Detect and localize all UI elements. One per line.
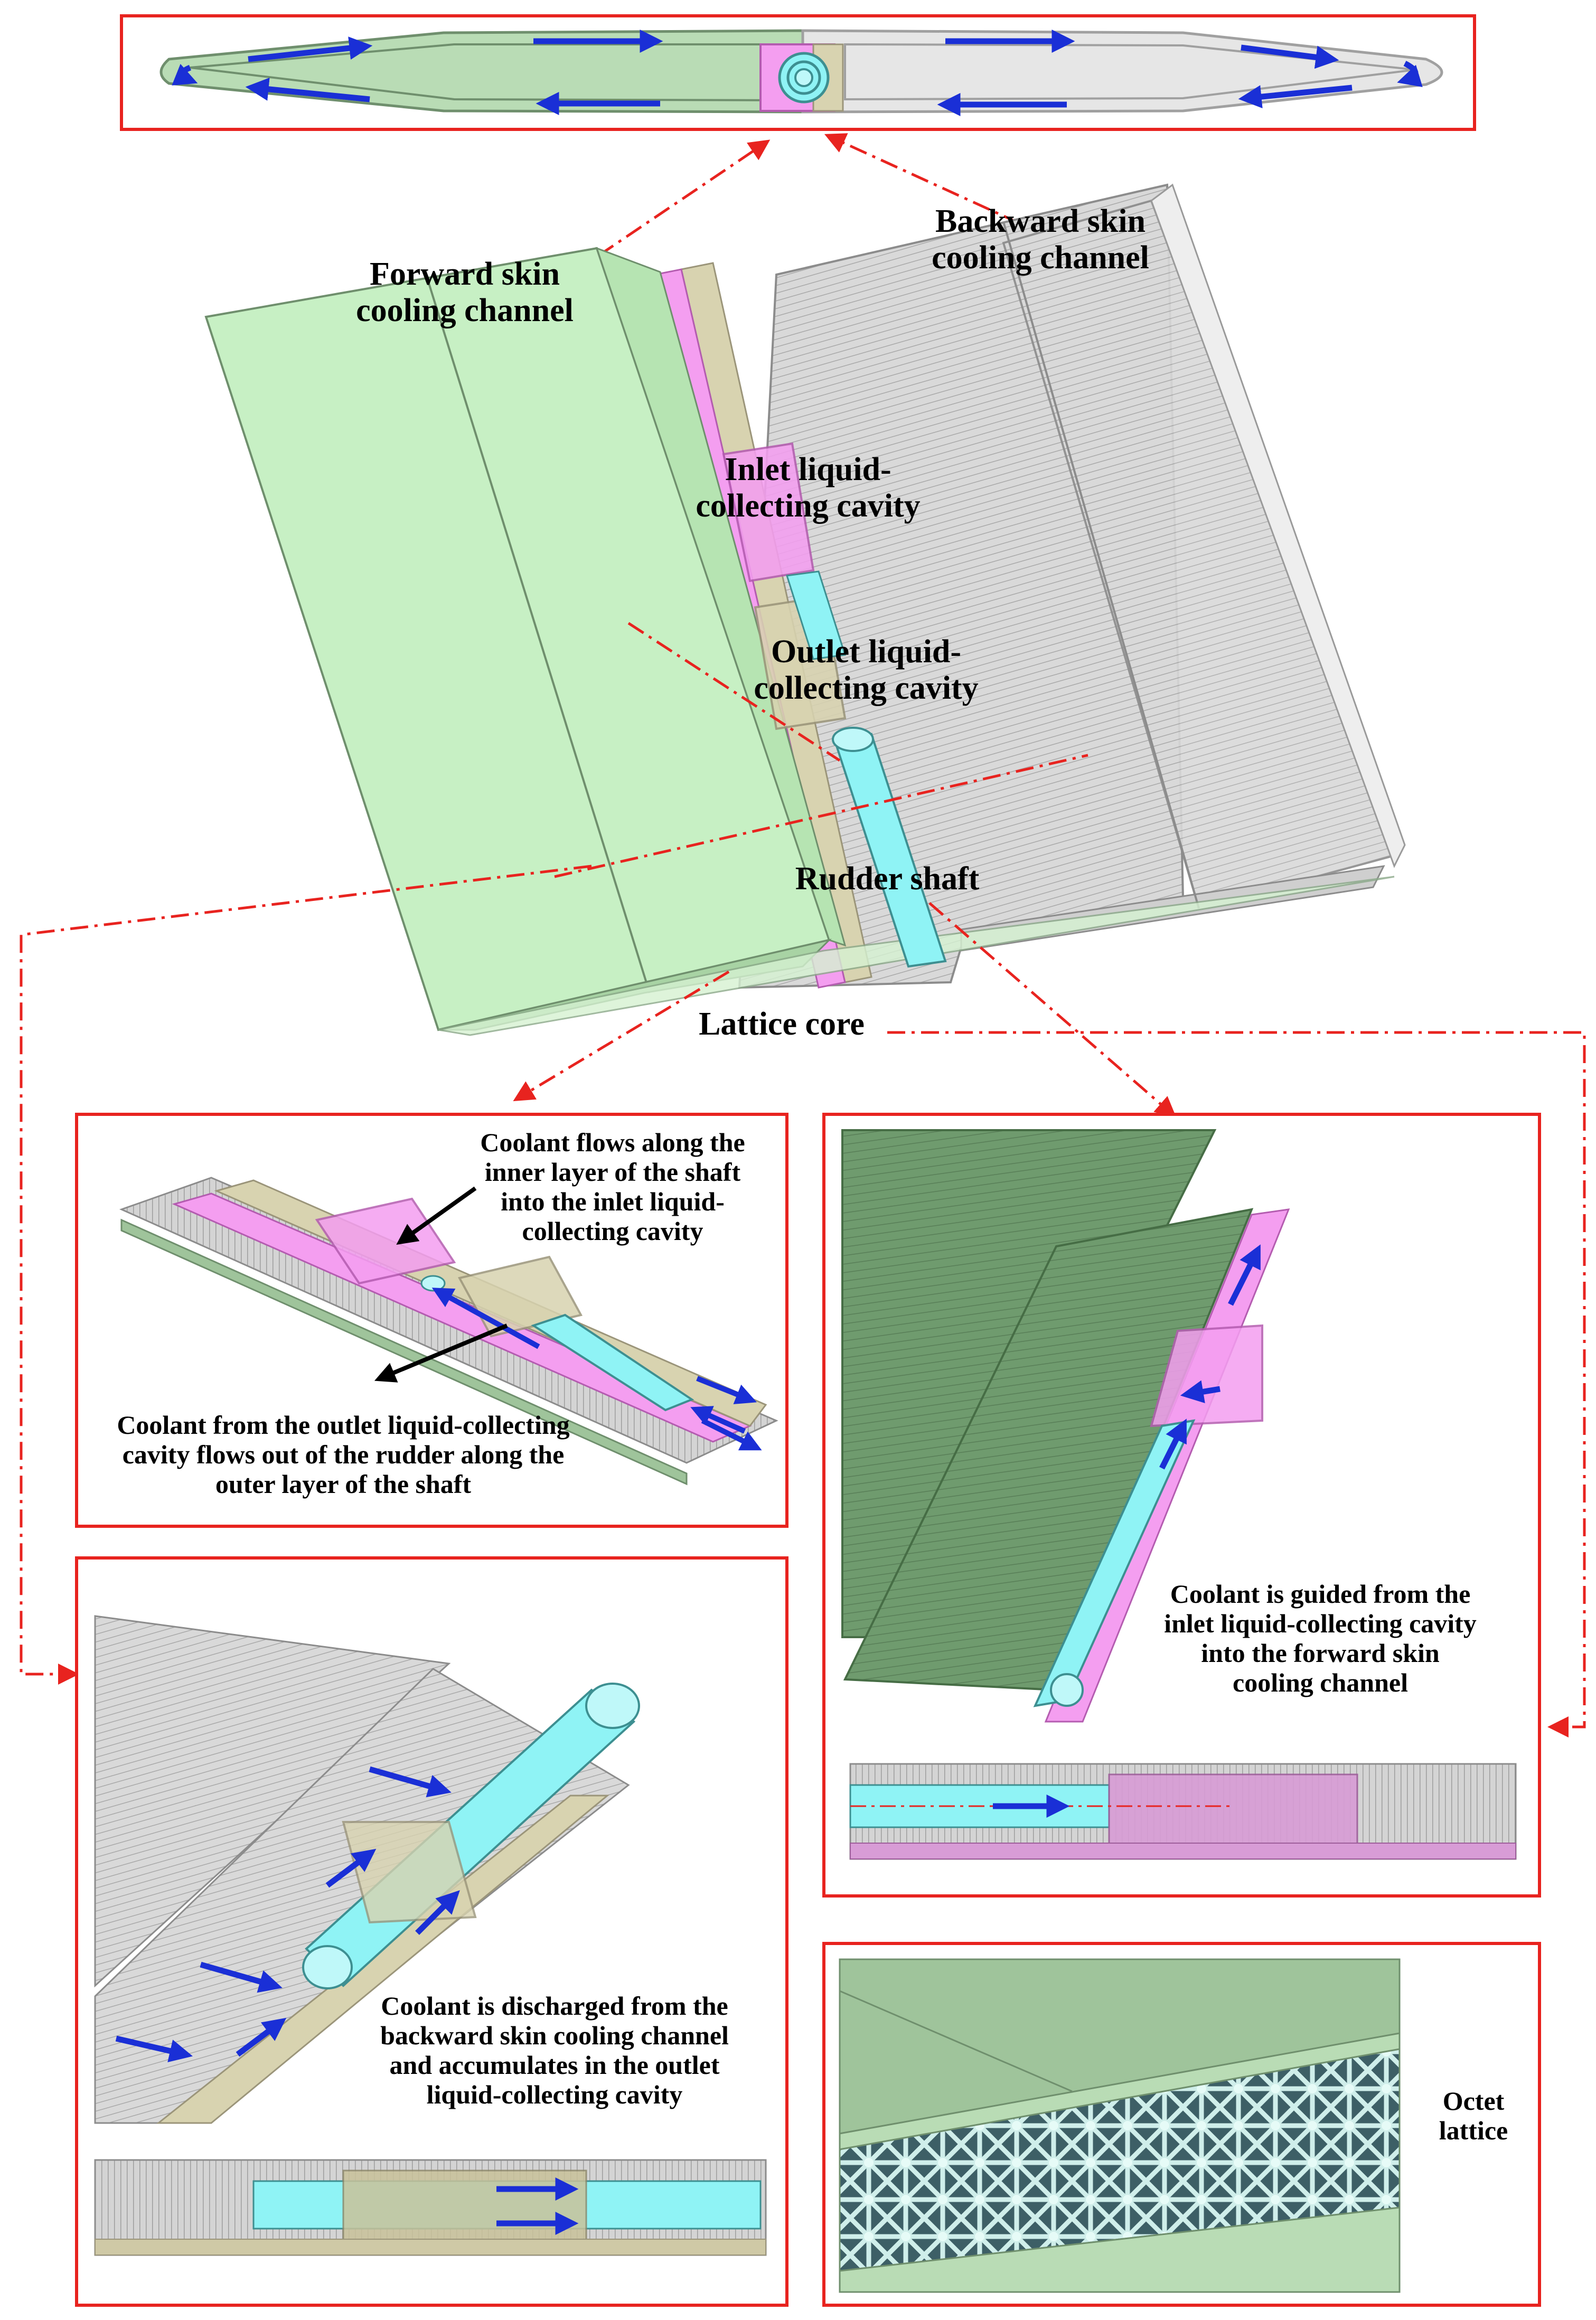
panel-b-inlet-box xyxy=(1150,1324,1263,1427)
label-inlet-cavity: Inlet liquid-collecting cavity xyxy=(696,452,921,524)
label-coolant-outer: Coolant from the outlet liquid-collectin… xyxy=(117,1410,570,1499)
rudder-shaft xyxy=(786,570,846,660)
label-outlet-cavity: Outlet liquid-collecting cavity xyxy=(754,634,979,707)
inlet-cavity-box xyxy=(722,442,815,583)
panel-inlet-detail xyxy=(822,1113,1541,1898)
rudder-3d-model xyxy=(204,183,1406,1036)
label-lattice-core: Lattice core xyxy=(699,1006,865,1042)
panel-shaft-detail xyxy=(75,1113,788,1528)
panel-outlet-detail xyxy=(75,1556,788,2307)
callout-lines-bottom xyxy=(20,865,1586,1737)
panel-lattice-detail xyxy=(822,1942,1541,2307)
panel-a-inlet-box xyxy=(315,1197,456,1285)
top-section-panel xyxy=(120,14,1476,131)
label-rudder-shaft: Rudder shaft xyxy=(795,861,980,897)
